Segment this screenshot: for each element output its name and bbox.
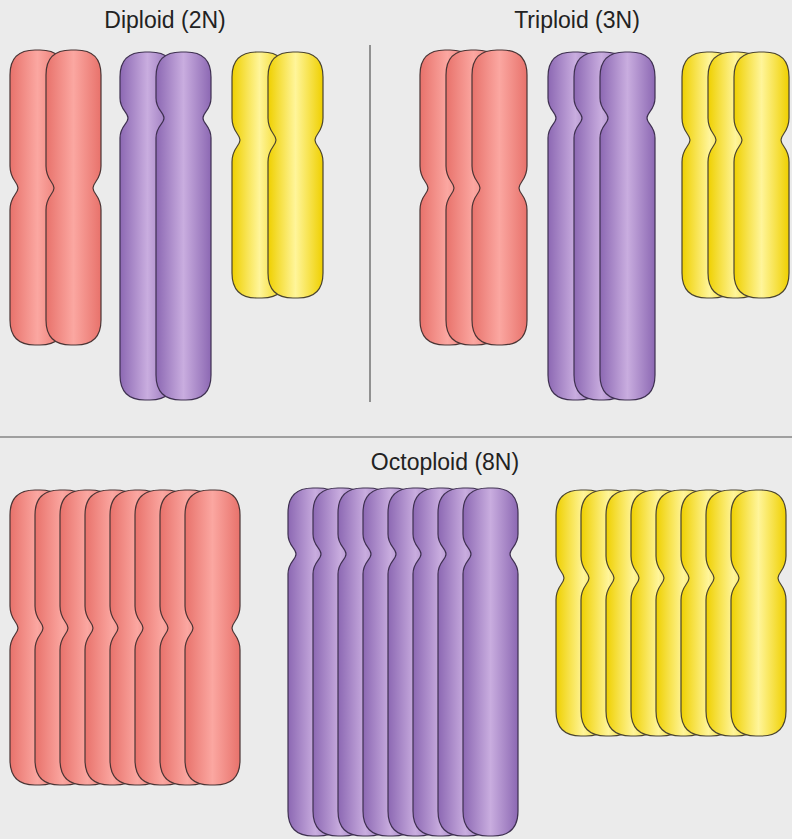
ploidy-heading: Octoploid (8N) xyxy=(371,449,519,476)
ploidy-heading: Triploid (3N) xyxy=(514,7,640,34)
ploidy-heading: Diploid (2N) xyxy=(104,7,225,34)
